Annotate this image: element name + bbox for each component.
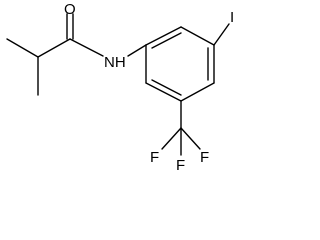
ring-bond-5: [145, 82, 182, 102]
bond-carbonyl-to-n: [69, 38, 104, 57]
ring-bond-4: [180, 82, 215, 102]
atom-labels: O NH I F F F: [64, 1, 234, 172]
ring-inner-double-1: [151, 32, 182, 49]
bond-cf3-to-f-right: [180, 127, 201, 150]
fluorine-left-label: F: [150, 149, 159, 166]
bond-ch3-top-to-ch: [6, 38, 39, 58]
ring-inner-double-3: [151, 79, 182, 96]
iodine-label: I: [230, 9, 234, 26]
fluorine-middle-label: F: [176, 157, 185, 172]
molecule-drawing: O NH I F F F: [6, 1, 234, 172]
bond-ch-to-carbonyl: [37, 38, 71, 58]
ring-bond-1: [145, 26, 182, 46]
nh-label: NH: [104, 54, 126, 71]
bond-ring-to-iodine: [213, 23, 230, 46]
bond-cf3-to-f-left: [161, 127, 182, 150]
bond-n-to-ring: [127, 44, 147, 57]
bonds: [6, 13, 230, 156]
oxygen-label: O: [64, 1, 76, 18]
fluorine-right-label: F: [200, 149, 209, 166]
ring-bond-2: [180, 26, 215, 46]
structure-canvas: O NH I F F F: [6, 1, 234, 172]
